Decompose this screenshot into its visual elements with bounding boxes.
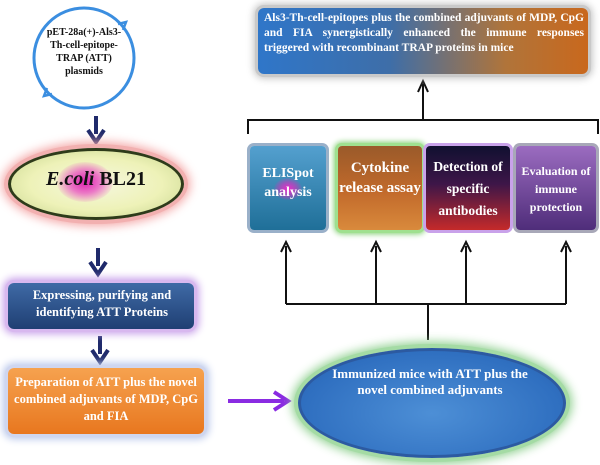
immunized-mice-ellipse xyxy=(298,348,566,458)
purple-arrow xyxy=(228,390,292,412)
plasmid-line-2: Th-cell-epitope- xyxy=(50,40,118,51)
preparation-text: Preparation of ATT plus the novel combin… xyxy=(14,375,198,423)
elispot-text: ELISpot analysis xyxy=(262,166,314,200)
mice-to-assays-connector xyxy=(280,239,572,340)
plasmid-line-4: plasmids xyxy=(65,66,103,77)
assays-to-result-bracket xyxy=(247,78,599,134)
immunized-mice-text: Immunized mice with ATT plus the novel c… xyxy=(332,366,528,397)
ecoli-species: E.coli xyxy=(45,168,95,190)
cytokine-box xyxy=(338,146,422,230)
ecoli-ellipse xyxy=(8,148,184,220)
down-arrow-2 xyxy=(88,248,108,278)
detection-text: Detection of specific antibodies xyxy=(433,159,503,218)
down-arrow-3 xyxy=(90,336,110,366)
plasmid-label: pET-28a(+)-Als3- Th-cell-epitope- TRAP (… xyxy=(30,26,138,78)
down-arrow-1 xyxy=(86,116,106,146)
preparation-box xyxy=(8,368,204,434)
express-box xyxy=(8,283,194,329)
elispot-glow xyxy=(274,178,302,200)
result-text: Als3-Th-cell-epitopes plus the combined … xyxy=(264,12,584,54)
ecoli-glow xyxy=(57,162,113,202)
plasmid-line-3: TRAP (ATT) xyxy=(56,53,112,64)
evaluation-text: Evaluation of immune protection xyxy=(521,164,591,214)
ecoli-strain: BL21 xyxy=(94,168,147,190)
detection-box xyxy=(426,146,510,230)
plasmid-line-1: pET-28a(+)-Als3- xyxy=(46,27,122,38)
cytokine-text: Cytokine release assay xyxy=(339,160,421,196)
ecoli-label: E.coli BL21 xyxy=(8,168,184,191)
evaluation-box xyxy=(516,146,596,230)
result-box xyxy=(258,8,588,74)
plasmid-ring xyxy=(32,6,136,110)
express-text: Expressing, purifying and identifying AT… xyxy=(32,288,172,319)
